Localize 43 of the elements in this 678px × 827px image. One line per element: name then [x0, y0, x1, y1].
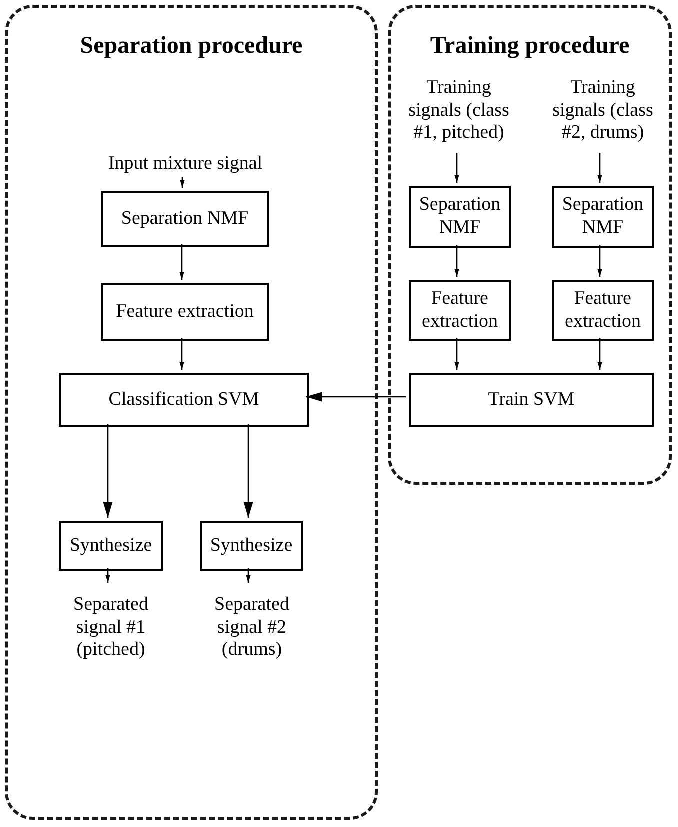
node-label: Input mixture signal [108, 152, 263, 176]
arrow [598, 245, 602, 277]
process-box [552, 186, 654, 248]
process-box [409, 280, 511, 341]
process-box [409, 186, 511, 248]
process-box [59, 373, 309, 427]
group-title: Training procedure [430, 32, 630, 61]
process-box [552, 280, 654, 341]
arrow [454, 338, 460, 370]
node-label: Synthesize [210, 534, 293, 558]
arrow [454, 245, 460, 277]
node-label: Feature extraction [564, 288, 642, 334]
node-label: Training signals (class #2, drums) [552, 76, 654, 146]
process-box [200, 521, 303, 571]
node-label: Train SVM [488, 388, 575, 412]
dashed-group-frame [5, 5, 378, 820]
process-box [409, 373, 654, 427]
node-label: Classification SVM [108, 388, 260, 412]
node-label: Separated signal #2 (drums) [214, 594, 290, 662]
node-label: Separated signal #1 (pitched) [72, 594, 150, 662]
dashed-group-frame [388, 5, 672, 485]
process-box [101, 191, 269, 247]
arrow [180, 338, 184, 370]
node-label: Feature extraction [116, 300, 254, 324]
arrow [180, 177, 185, 188]
node-label: Synthesize [70, 534, 152, 558]
arrow [103, 424, 113, 518]
node-label: Separation NMF [121, 208, 249, 230]
process-box [101, 283, 269, 341]
arrow [598, 153, 602, 183]
arrow [180, 244, 184, 280]
arrow [598, 338, 602, 370]
arrow [246, 568, 251, 583]
arrow [244, 424, 254, 518]
group-title: Separation procedure [80, 32, 303, 61]
arrow [454, 153, 460, 183]
node-label: Separation NMF [418, 194, 502, 240]
arrow [106, 568, 110, 583]
node-label: Separation NMF [561, 194, 645, 240]
arrow [306, 392, 406, 402]
node-label: Feature extraction [421, 288, 499, 334]
process-box [59, 521, 163, 571]
node-label: Training signals (class #1, pitched) [408, 76, 510, 146]
